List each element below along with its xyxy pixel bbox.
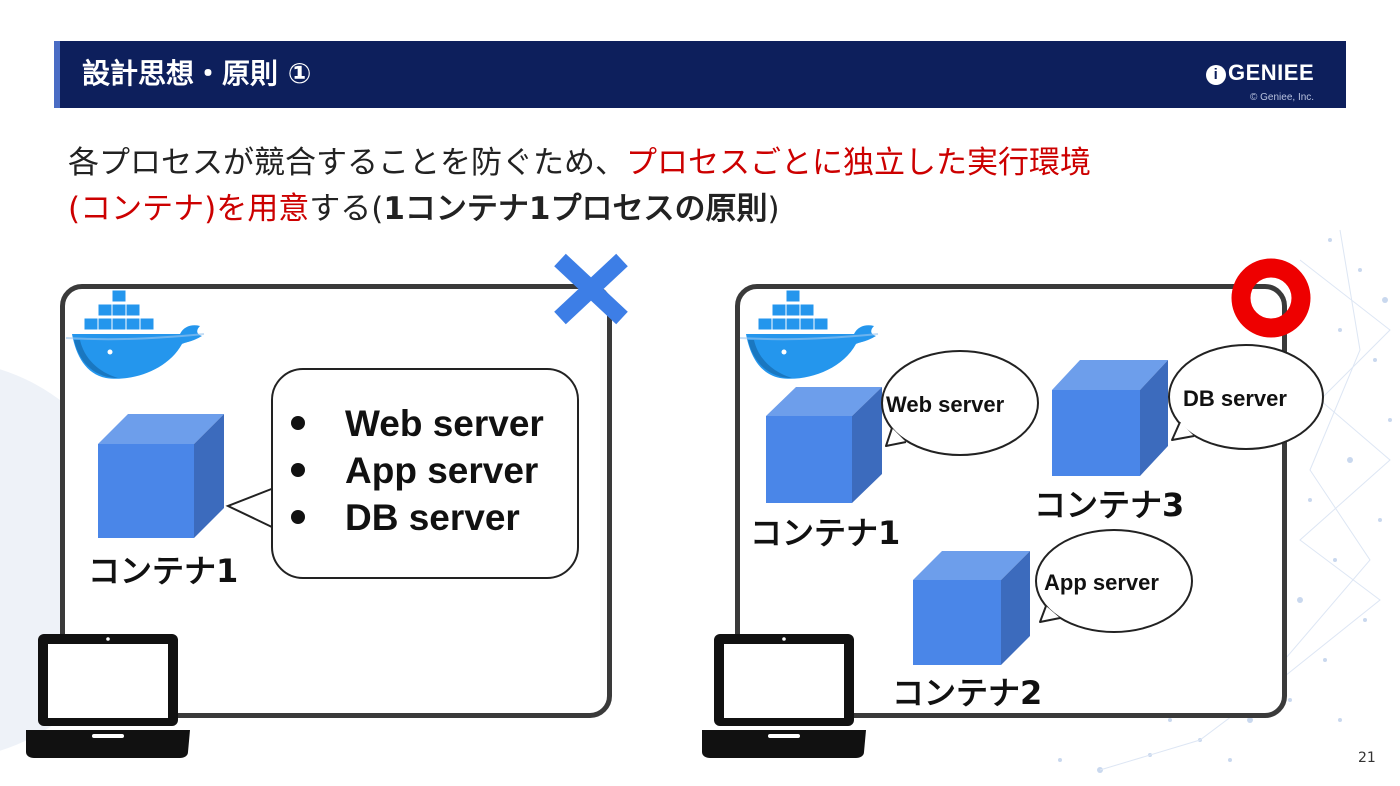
container-cube <box>766 387 882 503</box>
process-label: App server <box>1044 570 1159 595</box>
intro-highlight-2: (コンテナ)を用意 <box>68 191 310 227</box>
circle-icon <box>1231 258 1311 338</box>
container-label: コンテナ2 <box>892 674 1043 712</box>
cross-icon <box>554 253 628 325</box>
process-label: Web server <box>886 392 1005 417</box>
list-item: DB server <box>291 494 544 541</box>
laptop-icon <box>26 634 190 758</box>
slide-header-bar <box>54 41 1346 108</box>
speech-bubble-tail <box>225 487 275 529</box>
bullet-icon <box>291 510 305 524</box>
container-cube <box>1052 360 1168 476</box>
logo-text: GENIEE <box>1228 60 1315 85</box>
intro-text: 各プロセスが競合することを防ぐため、 <box>68 145 626 181</box>
intro-text-2: する( <box>309 191 384 227</box>
list-item: Web server <box>291 400 544 447</box>
copyright-text: © Geniee, Inc. <box>1250 92 1315 103</box>
page-number: 21 <box>1358 750 1376 766</box>
speech-bubble <box>1035 529 1193 633</box>
intro-paragraph: 各プロセスが競合することを防ぐため、プロセスごとに独立した実行環境 (コンテナ)… <box>68 140 1268 232</box>
intro-highlight-1: プロセスごとに独立した実行環境 <box>626 145 1091 181</box>
list-item: App server <box>291 447 544 494</box>
docker-whale-icon <box>65 289 205 380</box>
container-label: コンテナ1 <box>750 514 901 552</box>
process-list-bubble: Web server App server DB server <box>271 368 579 579</box>
docker-whale-icon <box>739 289 879 380</box>
intro-text-3: ) <box>767 191 780 227</box>
container-cube <box>98 414 224 538</box>
laptop-icon <box>702 634 866 758</box>
container-label: コンテナ1 <box>88 552 239 590</box>
intro-principle: 1コンテナ1プロセスの原則 <box>383 191 768 227</box>
speech-bubble <box>881 350 1039 456</box>
process-label: DB server <box>1183 386 1287 411</box>
speech-bubble <box>1168 344 1324 450</box>
bullet-icon <box>291 463 305 477</box>
container-label: コンテナ3 <box>1034 486 1185 524</box>
container-cube <box>913 551 1030 665</box>
bullet-icon <box>291 416 305 430</box>
slide-title: 設計思想・原則 ① <box>82 57 312 90</box>
logo-info-icon: i <box>1206 65 1226 85</box>
header-accent-bar <box>54 41 60 108</box>
